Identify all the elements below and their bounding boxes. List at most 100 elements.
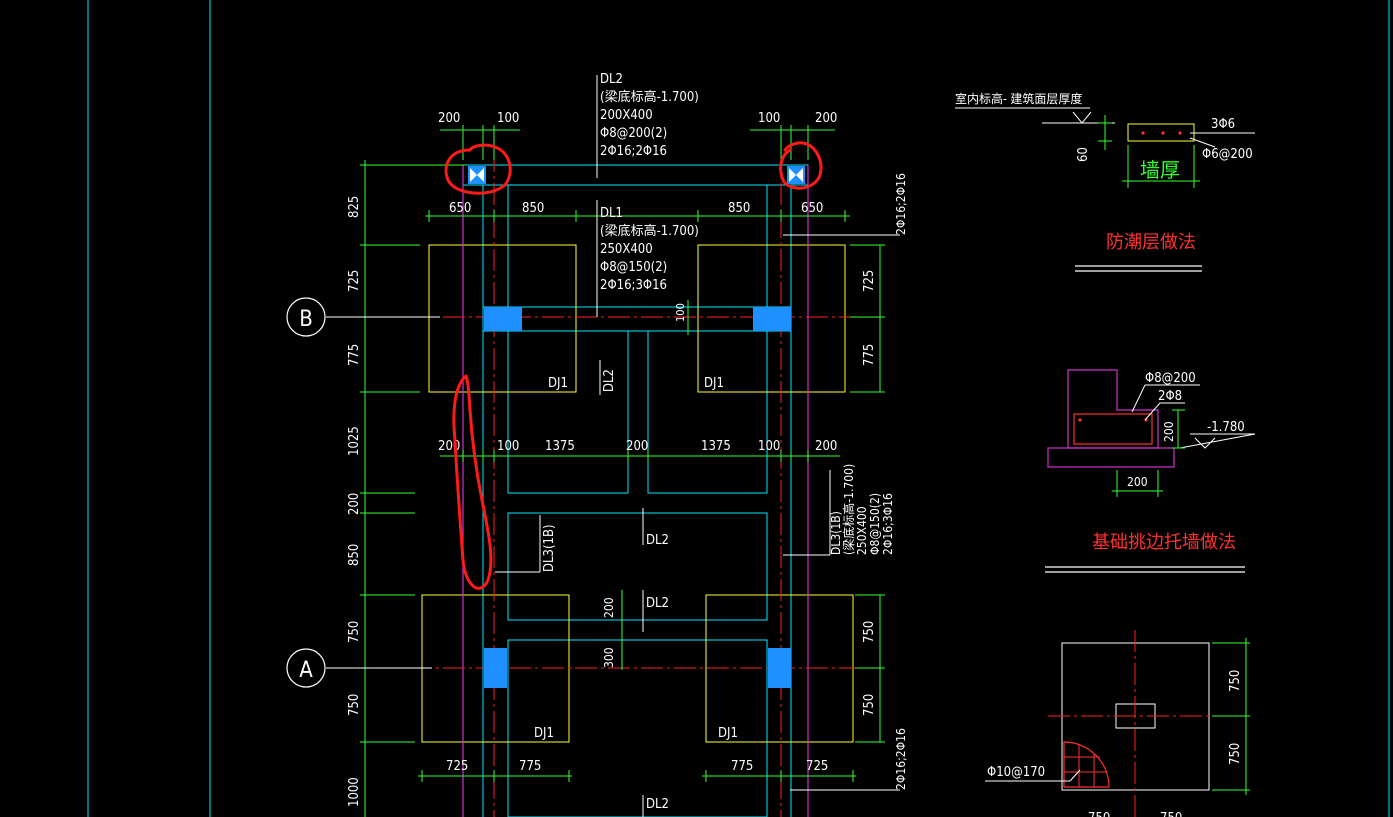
cant-bar: 2Φ8 — [1158, 389, 1182, 404]
svg-text:200: 200 — [602, 597, 616, 618]
svg-text:725: 725 — [806, 759, 828, 774]
leader-lines — [326, 75, 900, 817]
cant-elev: -1.780 — [1207, 420, 1245, 435]
svg-text:725: 725 — [446, 759, 468, 774]
cant-w: 200 — [1127, 475, 1148, 489]
beam-label-dl2: DL2 — [646, 596, 669, 611]
axis-label-a: A — [299, 658, 313, 683]
beam-label-dl2: DL2 — [602, 369, 617, 392]
svg-text:100: 100 — [758, 439, 780, 454]
svg-text:725: 725 — [862, 270, 877, 292]
footing-label-dj1: DJ1 — [704, 376, 724, 391]
axis-label-b: B — [299, 307, 313, 332]
svg-text:775: 775 — [731, 759, 753, 774]
svg-text:750: 750 — [862, 621, 877, 643]
side-rebar-label: 2Φ16;2Φ16 — [894, 728, 908, 790]
svg-text:(梁底标高-1.700): (梁底标高-1.700) — [841, 464, 856, 555]
svg-text:200: 200 — [438, 111, 460, 126]
svg-text:250X400: 250X400 — [600, 242, 653, 257]
svg-text:100: 100 — [758, 111, 780, 126]
beam-annotation-dl2: DL2 (梁底标高-1.700) 200X400 Φ8@200(2) 2Φ16;… — [600, 72, 699, 159]
svg-text:775: 775 — [347, 344, 362, 366]
damp-height: 60 — [1076, 147, 1091, 162]
svg-text:100: 100 — [497, 111, 519, 126]
footing-dj1 — [697, 244, 846, 393]
column — [484, 648, 507, 688]
svg-text:750: 750 — [1160, 811, 1182, 817]
svg-text:2Φ16;3Φ16: 2Φ16;3Φ16 — [600, 278, 667, 293]
damp-title: 防潮层做法 — [1106, 232, 1196, 253]
markup-circle — [779, 141, 823, 190]
svg-text:200: 200 — [815, 439, 837, 454]
dimension-lines — [360, 125, 885, 817]
column-cross-icons — [470, 168, 803, 182]
detail-footing-plan: Φ10@170 750 750 750 750 — [985, 630, 1250, 817]
svg-text:750: 750 — [1088, 811, 1110, 817]
svg-text:1375: 1375 — [545, 439, 575, 454]
svg-text:725: 725 — [347, 270, 362, 292]
footing-label-dj1: DJ1 — [548, 376, 568, 391]
svg-text:850: 850 — [728, 201, 750, 216]
axis-bubble — [286, 297, 326, 337]
svg-text:200: 200 — [347, 493, 362, 515]
column — [484, 307, 522, 331]
footing-label-dj1: DJ1 — [718, 726, 738, 741]
svg-text:650: 650 — [801, 201, 823, 216]
svg-text:200: 200 — [815, 111, 837, 126]
cant-title: 基础挑边托墙做法 — [1092, 532, 1236, 553]
svg-text:750: 750 — [347, 621, 362, 643]
svg-text:775: 775 — [519, 759, 541, 774]
svg-text:1000: 1000 — [347, 777, 362, 807]
svg-text:300: 300 — [602, 647, 616, 668]
footing-dj1 — [428, 244, 577, 393]
svg-text:750: 750 — [862, 694, 877, 716]
damp-beam — [1127, 123, 1195, 142]
svg-text:750: 750 — [1228, 743, 1243, 765]
beam-label-dl2: DL2 — [646, 797, 669, 812]
svg-text:(梁底标高-1.700): (梁底标高-1.700) — [600, 223, 699, 239]
beam-label-dl3: DL3(1B) — [542, 524, 557, 572]
viewport-frame — [87, 0, 1390, 817]
svg-text:850: 850 — [347, 544, 362, 566]
column — [768, 648, 791, 688]
svg-text:2Φ16;3Φ16: 2Φ16;3Φ16 — [881, 493, 895, 555]
column — [753, 307, 791, 331]
dimension-texts: 200 100 100 200 650 850 850 650 200 100 … — [347, 111, 877, 807]
svg-text:(梁底标高-1.700): (梁底标高-1.700) — [600, 89, 699, 105]
svg-text:200X400: 200X400 — [600, 108, 653, 123]
footing-label-dj1: DJ1 — [534, 726, 554, 741]
svg-text:825: 825 — [347, 196, 362, 218]
svg-text:Φ8@150(2): Φ8@150(2) — [600, 260, 667, 275]
markup-annotations — [444, 141, 823, 590]
svg-text:1025: 1025 — [347, 426, 362, 456]
cant-stirrup: Φ8@200 — [1145, 371, 1196, 386]
svg-text:750: 750 — [1228, 670, 1243, 692]
svg-text:100: 100 — [674, 303, 687, 322]
damp-rebar: 3Φ6 — [1211, 117, 1235, 132]
svg-text:Φ8@150(2): Φ8@150(2) — [868, 493, 882, 555]
wall-lines — [462, 165, 809, 817]
svg-text:775: 775 — [862, 344, 877, 366]
detail-cantilever-wall: Φ8@200 2Φ8 -1.780 200 200 基础挑边托墙做法 — [1045, 369, 1256, 573]
svg-text:DL1: DL1 — [600, 206, 623, 221]
detail-damp-proof: 室内标高- 建筑面层厚度 3Φ6 Φ6@200 60 墙厚 防潮层做法 — [955, 91, 1255, 272]
svg-text:2Φ16;2Φ16: 2Φ16;2Φ16 — [600, 144, 667, 159]
axis-bubble — [286, 648, 326, 688]
beam-label-dl2: DL2 — [646, 533, 669, 548]
cant-h: 200 — [1162, 421, 1176, 442]
svg-text:DL2: DL2 — [600, 72, 623, 87]
svg-text:Φ8@200(2): Φ8@200(2) — [600, 126, 667, 141]
footing-rebar: Φ10@170 — [987, 765, 1045, 780]
svg-text:1375: 1375 — [701, 439, 731, 454]
damp-label: 室内标高- 建筑面层厚度 — [955, 91, 1082, 106]
svg-text:650: 650 — [449, 201, 471, 216]
svg-text:DL3(1B): DL3(1B) — [829, 511, 843, 555]
damp-stirrup: Φ6@200 — [1202, 147, 1253, 162]
beam-annotation-dl3: DL3(1B) (梁底标高-1.700) 250X400 Φ8@150(2) 2… — [829, 464, 895, 555]
svg-text:200: 200 — [626, 439, 648, 454]
svg-text:750: 750 — [347, 694, 362, 716]
side-rebar-label: 2Φ16;2Φ16 — [894, 173, 908, 235]
svg-text:250X400: 250X400 — [855, 506, 869, 555]
markup-circle — [444, 143, 512, 195]
